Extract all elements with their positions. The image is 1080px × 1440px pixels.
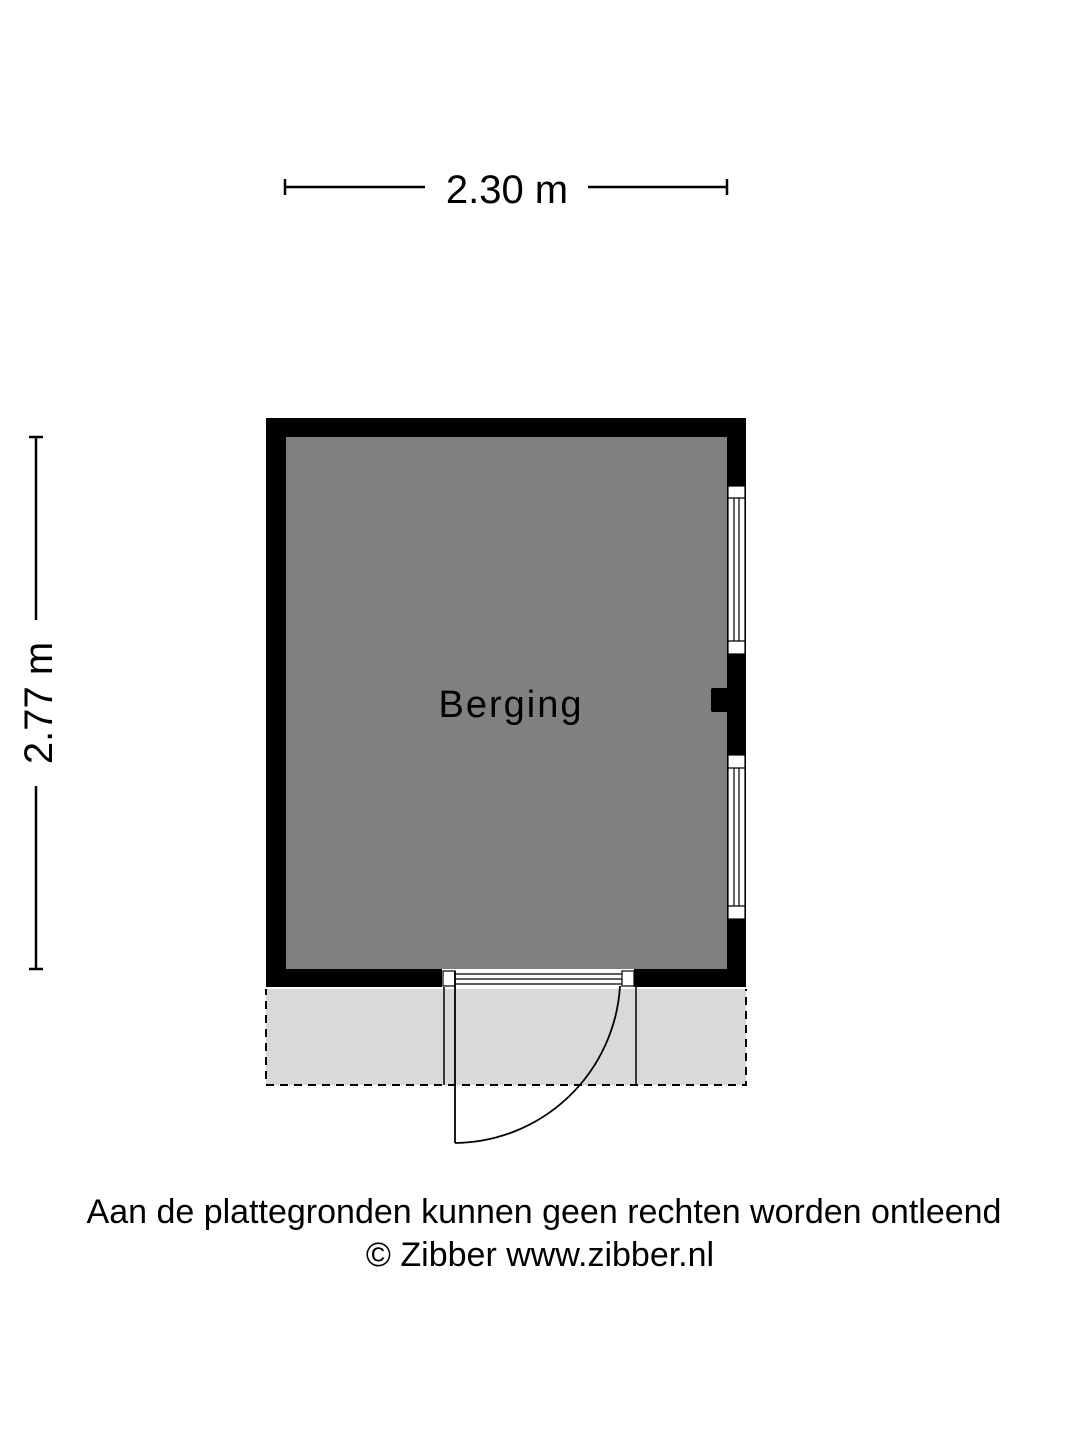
window-upper bbox=[727, 485, 746, 655]
terrace-area bbox=[262, 985, 750, 1086]
disclaimer-text: Aan de plattegronden kunnen geen rechten… bbox=[86, 1193, 1002, 1231]
window-lower bbox=[727, 754, 746, 920]
width-dimension-label: 2.30 m bbox=[446, 168, 568, 212]
copyright-text: © Zibber www.zibber.nl bbox=[365, 1236, 715, 1274]
width-dimension: 2.30 m bbox=[283, 168, 729, 212]
wall-pillar bbox=[711, 688, 731, 712]
room-label-berging: Berging bbox=[439, 684, 584, 726]
height-dimension-label: 2.77 m bbox=[17, 642, 61, 764]
room-berging bbox=[286, 437, 727, 969]
door bbox=[442, 969, 635, 1144]
height-dimension: 2.77 m bbox=[17, 435, 61, 971]
